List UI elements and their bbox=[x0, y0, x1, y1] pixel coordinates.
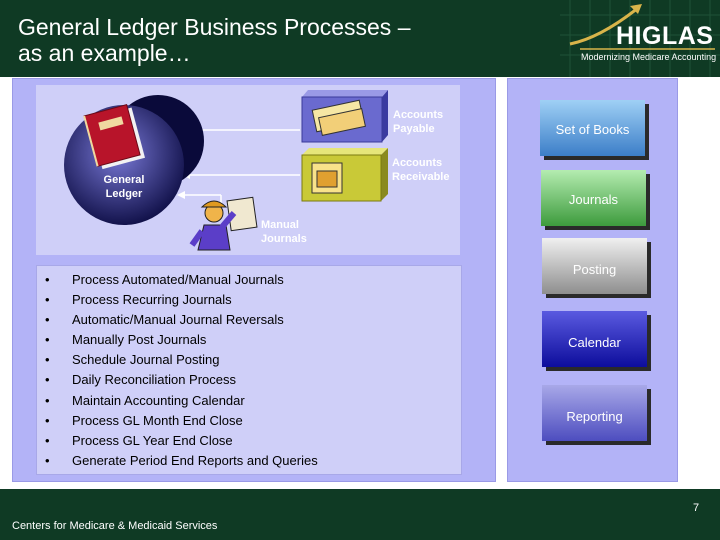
process-text: Schedule Journal Posting bbox=[72, 352, 220, 368]
process-list-box: • Process Automated/Manual Journals • Proce… bbox=[36, 265, 462, 475]
process-text: Process GL Month End Close bbox=[72, 412, 243, 428]
process-list-item: • Generate Period End Reports and Queries bbox=[37, 451, 461, 471]
process-text: Manually Post Journals bbox=[72, 332, 207, 348]
process-list-item: • Process Recurring Journals bbox=[37, 290, 461, 310]
worker-presenting-icon bbox=[189, 196, 258, 251]
logo-wordmark: HIGLAS bbox=[616, 22, 714, 50]
bullet: • bbox=[45, 332, 50, 348]
footer-org: Centers for Medicare & Medicaid Services bbox=[12, 520, 218, 532]
bullet: • bbox=[45, 392, 50, 408]
page-number: 7 bbox=[693, 502, 700, 514]
process-text: Process Recurring Journals bbox=[72, 292, 232, 308]
process-list-item: • Automatic/Manual Journal Reversals bbox=[37, 310, 461, 330]
cash-register-icon bbox=[301, 148, 388, 202]
reporting-button[interactable]: Reporting bbox=[542, 385, 647, 441]
bullet: • bbox=[45, 312, 50, 328]
manual-journals-label: Manual Journals bbox=[261, 219, 307, 245]
bullet: • bbox=[45, 292, 50, 308]
process-diagram bbox=[36, 85, 460, 255]
red-book-icon bbox=[83, 104, 145, 170]
process-text: Process Automated/Manual Journals bbox=[72, 272, 284, 287]
set-of-books-button[interactable]: Set of Books bbox=[540, 100, 645, 156]
process-text: Generate Period End Reports and Queries bbox=[72, 452, 318, 468]
bullet: • bbox=[45, 352, 50, 368]
process-list-item: • Maintain Accounting Calendar bbox=[37, 391, 461, 411]
process-text: Automatic/Manual Journal Reversals bbox=[72, 312, 284, 328]
posting-button[interactable]: Posting bbox=[542, 238, 647, 294]
bullet: • bbox=[45, 372, 50, 388]
general-ledger-label: General Ledger bbox=[103, 174, 145, 200]
accounts-payable-label: Accounts Payable bbox=[393, 109, 444, 135]
page-title-line2: as an example… bbox=[18, 40, 191, 66]
bullet: • bbox=[45, 272, 50, 287]
process-text: Daily Reconciliation Process bbox=[72, 372, 237, 388]
calendar-button[interactable]: Calendar bbox=[542, 311, 647, 367]
check-payment-icon bbox=[301, 90, 388, 143]
process-list: • Process Automated/Manual Journals • Proce… bbox=[37, 266, 461, 471]
higlas-logo bbox=[560, 0, 720, 77]
process-list-item: • Process GL Month End Close bbox=[37, 411, 461, 431]
journals-button[interactable]: Journals bbox=[541, 170, 646, 226]
diagram-graphics bbox=[64, 90, 388, 251]
process-list-item: • Daily Reconciliation Process bbox=[37, 370, 461, 390]
process-text: Maintain Accounting Calendar bbox=[72, 392, 245, 408]
process-text: Process GL Year End Close bbox=[72, 432, 233, 448]
process-list-item: • Schedule Journal Posting bbox=[37, 350, 461, 370]
bullet: • bbox=[45, 412, 50, 428]
process-list-item: • Manually Post Journals bbox=[37, 330, 461, 350]
page-title: General Ledger Business Processes – as a… bbox=[18, 14, 458, 66]
bullet: • bbox=[45, 432, 50, 448]
logo-tagline: Modernizing Medicare Accounting bbox=[581, 52, 717, 62]
bullet: • bbox=[45, 452, 50, 468]
process-list-item: • Process Automated/Manual Journals bbox=[37, 270, 461, 290]
process-list-item: • Process GL Year End Close bbox=[37, 431, 461, 451]
page-title-line1: General Ledger Business Processes – bbox=[18, 14, 411, 40]
footer-bar bbox=[0, 489, 720, 540]
accounts-receivable-label: Accounts Receivable bbox=[392, 157, 450, 183]
